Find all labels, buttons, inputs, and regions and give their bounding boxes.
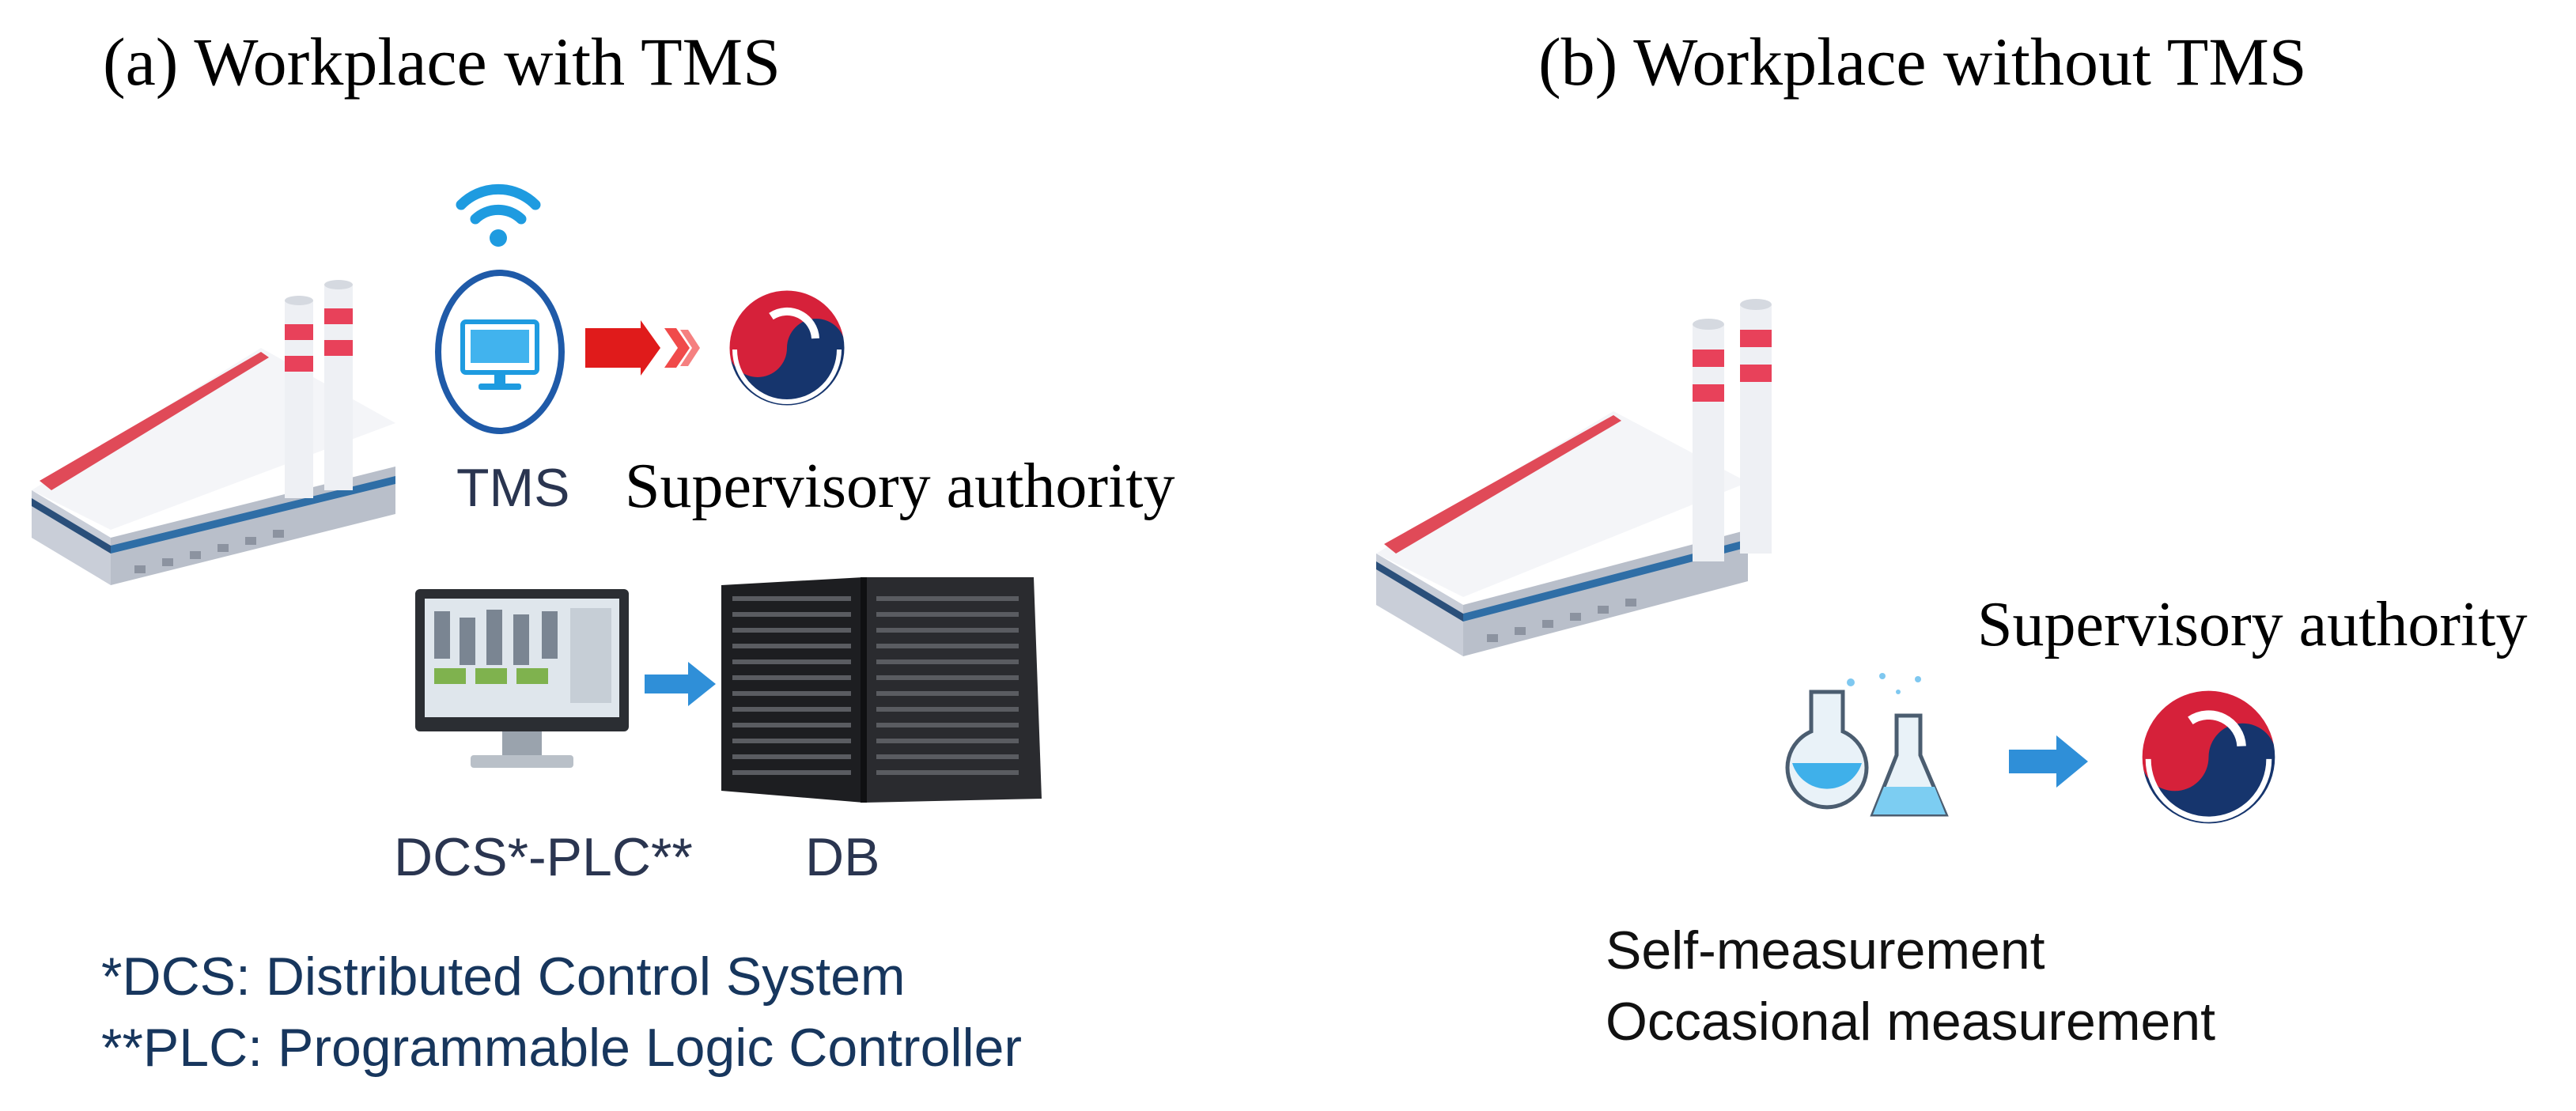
wifi-icon xyxy=(456,183,541,247)
arrow-icon xyxy=(645,662,716,706)
db-label: DB xyxy=(805,827,880,887)
footnote-plc: **PLC: Programmable Logic Controller xyxy=(101,1018,1023,1078)
government-emblem-icon xyxy=(727,288,847,408)
arrow-icon xyxy=(2009,735,2088,788)
panel-b-authority-label: Supervisory authority xyxy=(1977,590,2528,659)
panel-a-authority-label: Supervisory authority xyxy=(625,452,1175,521)
arrow-icon xyxy=(585,320,700,376)
panel-b-title: (b) Workplace without TMS xyxy=(1538,24,2307,100)
tms-label: TMS xyxy=(456,458,570,518)
monitor-icon xyxy=(435,270,565,434)
occasional-measurement-label: Occasional measurement xyxy=(1606,992,2216,1052)
server-rack-icon xyxy=(721,577,1042,803)
flask-icon xyxy=(1785,673,1949,817)
self-measurement-label: Self-measurement xyxy=(1606,920,2045,981)
panel-a-title: (a) Workplace with TMS xyxy=(103,24,781,100)
factory-icon xyxy=(32,280,395,585)
dcs-plc-label: DCS*-PLC** xyxy=(394,827,693,887)
government-emblem-icon xyxy=(2139,688,2278,826)
factory-icon xyxy=(1376,299,1772,656)
footnote-dcs: *DCS: Distributed Control System xyxy=(101,947,906,1007)
monitor-icon xyxy=(415,589,629,768)
